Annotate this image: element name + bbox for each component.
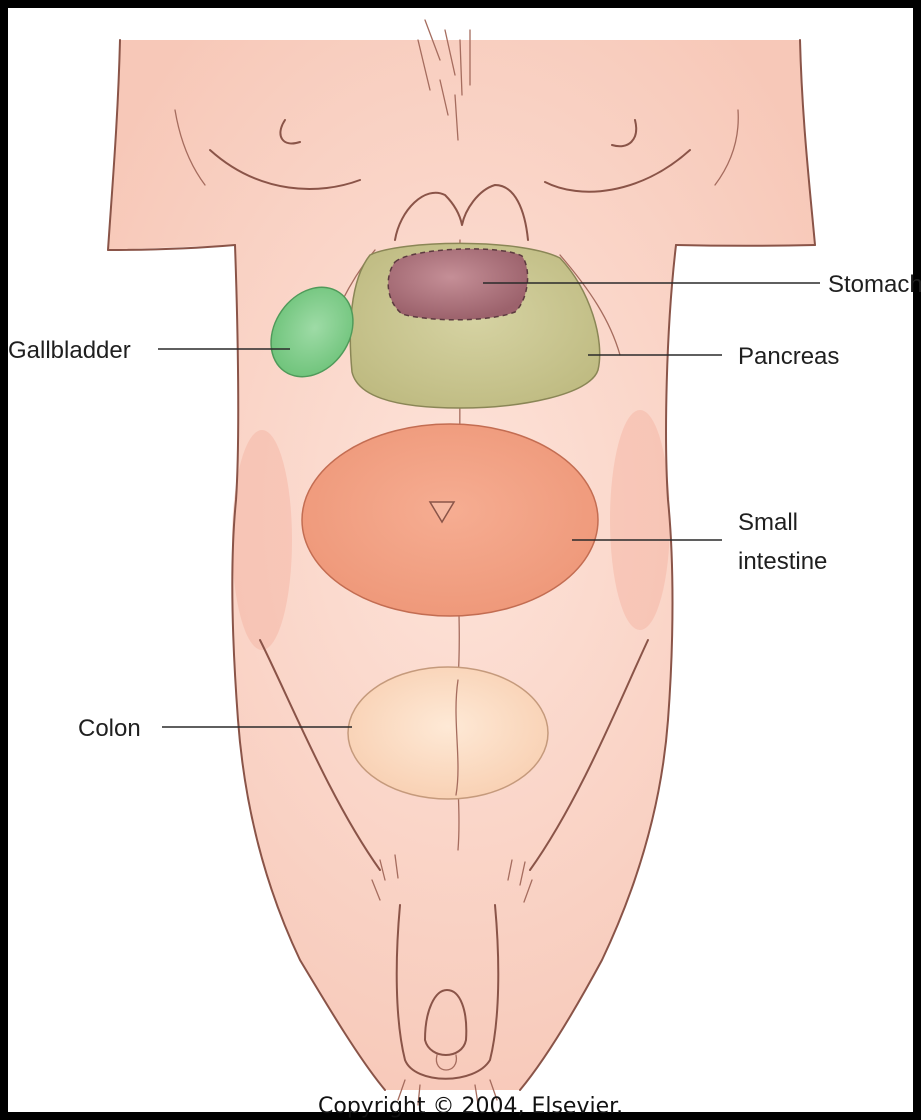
right-flank-shade xyxy=(610,410,670,630)
gallbladder-label: Gallbladder xyxy=(8,337,131,364)
stomach-region xyxy=(388,249,527,320)
small-intestine-label-line1: Small xyxy=(738,509,798,536)
colon-region xyxy=(348,667,548,799)
left-flank-shade xyxy=(232,430,292,650)
colon-label: Colon xyxy=(78,715,141,742)
pancreas-label: Pancreas xyxy=(738,343,839,370)
stomach-label: Stomach xyxy=(828,271,921,298)
small-intestine-label-line2: intestine xyxy=(738,548,827,575)
copyright-notice: Copyright © 2004, Elsevier. xyxy=(318,1094,623,1119)
right-armpit-line xyxy=(676,245,815,246)
small-intestine-region xyxy=(302,424,598,616)
